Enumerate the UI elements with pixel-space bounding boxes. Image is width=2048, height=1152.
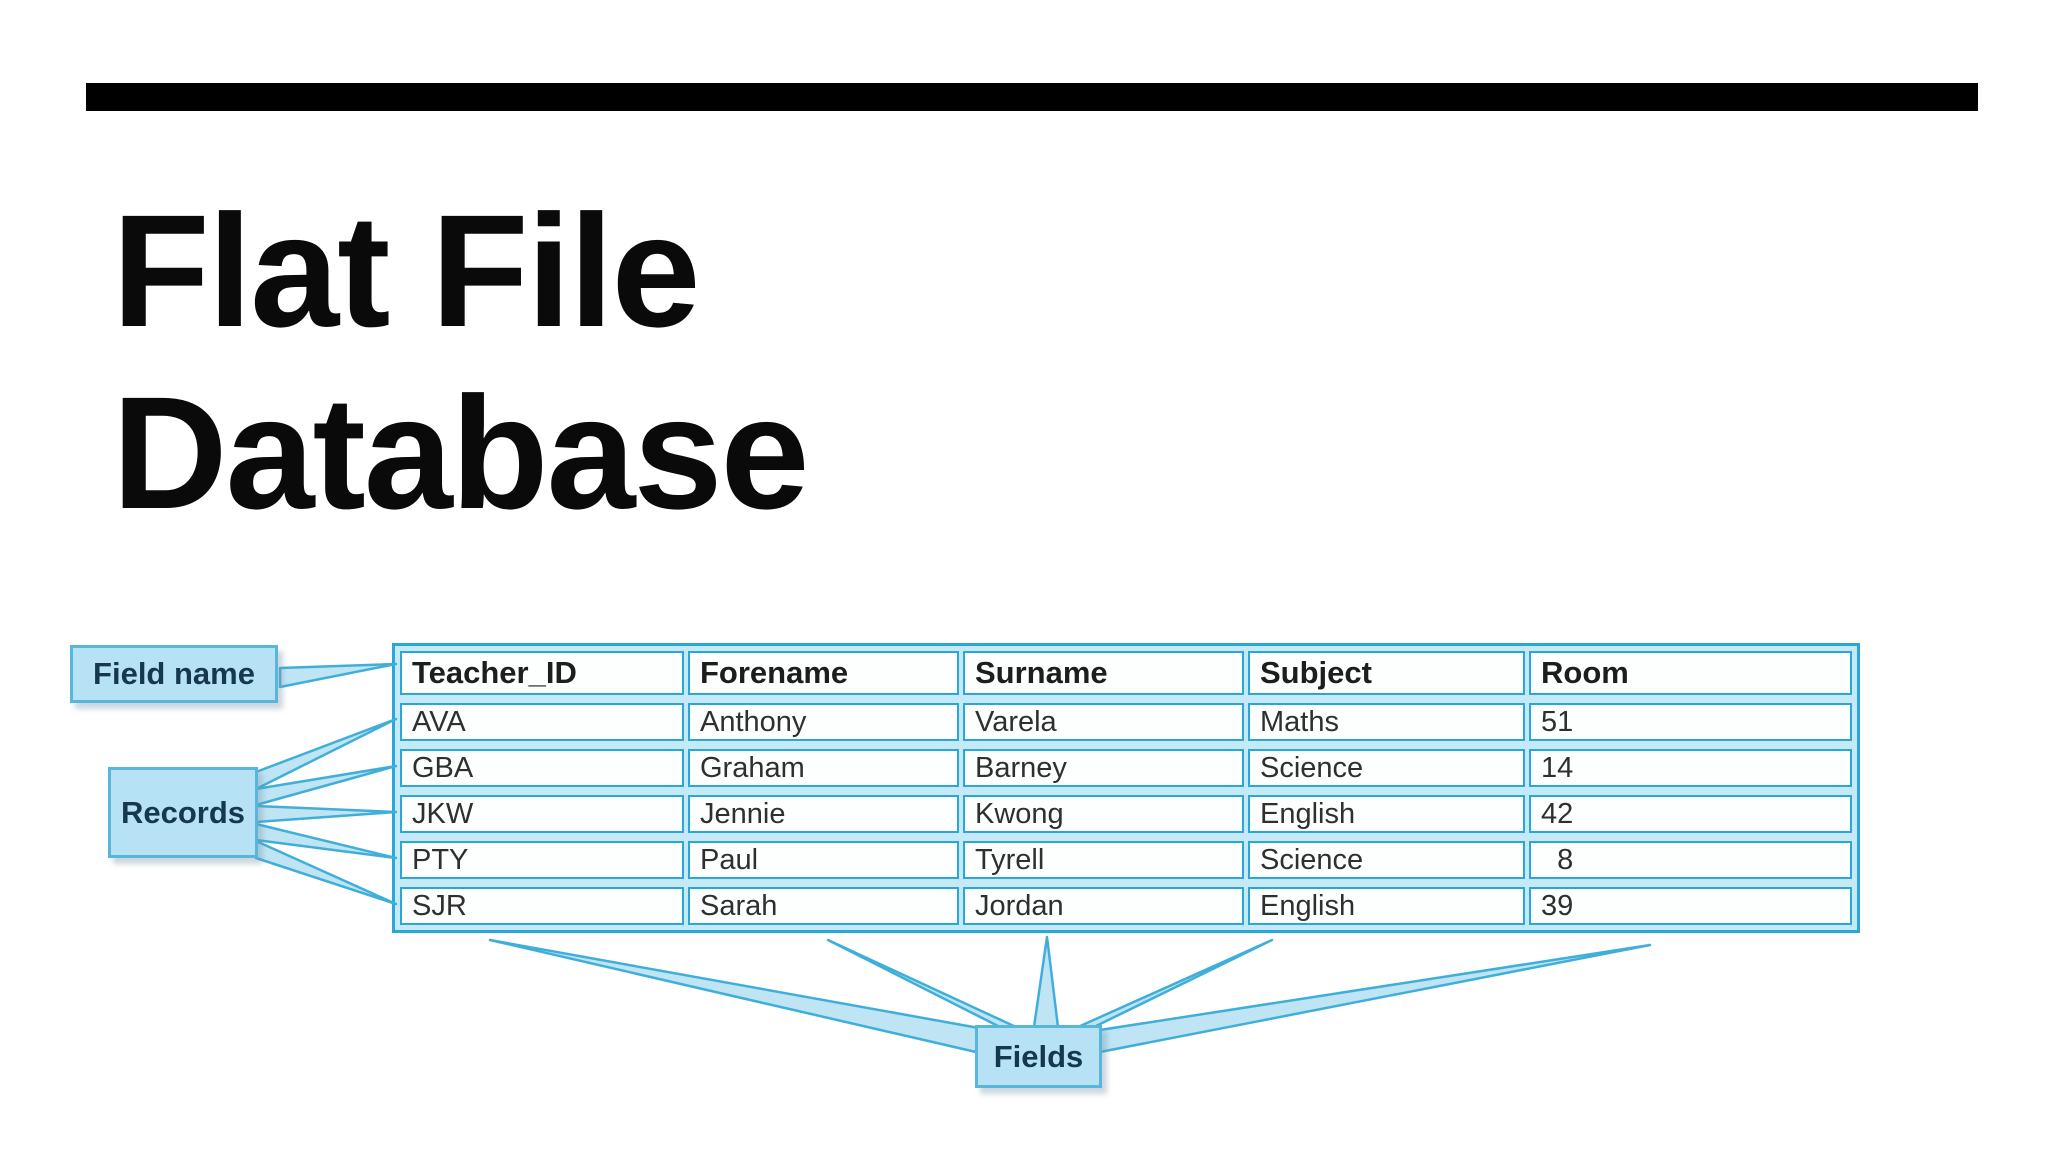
table-cell: JKW (400, 795, 684, 833)
connector-field-1 (488, 938, 992, 1054)
table-row: PTY Paul Tyrell Science 8 (400, 841, 1852, 879)
connector-record-2 (254, 764, 398, 807)
table-cell: Varela (963, 703, 1244, 741)
connector-field-name (278, 662, 398, 689)
connector-field-4 (1076, 938, 1274, 1029)
column-header-teacher-id: Teacher_ID (400, 651, 684, 695)
table-cell: GBA (400, 749, 684, 787)
label-records: Records (108, 767, 258, 858)
table-cell: Anthony (688, 703, 959, 741)
connector-field-5 (1098, 943, 1652, 1054)
column-header-room: Room (1529, 651, 1852, 695)
top-divider-bar (86, 83, 1978, 111)
table-cell: 51 (1529, 703, 1852, 741)
table-cell: Graham (688, 749, 959, 787)
table-cell: 39 (1529, 887, 1852, 925)
table-header-row: Teacher_ID Forename Surname Subject Room (400, 651, 1852, 695)
label-field-name: Field name (70, 645, 278, 703)
page-title-line2: Database (112, 363, 809, 542)
table-cell: 42 (1529, 795, 1852, 833)
table-cell: Jordan (963, 887, 1244, 925)
connector-record-4 (254, 822, 398, 860)
table-cell: Paul (688, 841, 959, 879)
column-header-subject: Subject (1248, 651, 1525, 695)
connector-record-1 (254, 717, 398, 791)
column-header-forename: Forename (688, 651, 959, 695)
table-cell: Sarah (688, 887, 959, 925)
table-cell: SJR (400, 887, 684, 925)
table-cell: English (1248, 795, 1525, 833)
page-title-line1: Flat File (112, 181, 701, 360)
table-cell: Science (1248, 841, 1525, 879)
table-cell: PTY (400, 841, 684, 879)
connector-record-5 (254, 839, 398, 906)
table-row: GBA Graham Barney Science 14 (400, 749, 1852, 787)
table-row: SJR Sarah Jordan English 39 (400, 887, 1852, 925)
table-cell: 14 (1529, 749, 1852, 787)
table-cell: Barney (963, 749, 1244, 787)
table-cell: Tyrell (963, 841, 1244, 879)
table-cell: AVA (400, 703, 684, 741)
connector-field-3 (1032, 935, 1060, 1029)
table-cell: 8 (1529, 841, 1852, 879)
connector-record-3 (254, 804, 398, 824)
table-row: JKW Jennie Kwong English 42 (400, 795, 1852, 833)
flat-file-table: Teacher_ID Forename Surname Subject Room… (392, 643, 1860, 933)
column-header-surname: Surname (963, 651, 1244, 695)
connector-field-2 (826, 938, 1018, 1029)
table-cell: Kwong (963, 795, 1244, 833)
label-fields: Fields (975, 1025, 1102, 1088)
table-cell: English (1248, 887, 1525, 925)
page-title: Flat File Database (112, 180, 809, 544)
table-cell: Jennie (688, 795, 959, 833)
table-row: AVA Anthony Varela Maths 51 (400, 703, 1852, 741)
table-cell: Maths (1248, 703, 1525, 741)
table-cell: Science (1248, 749, 1525, 787)
